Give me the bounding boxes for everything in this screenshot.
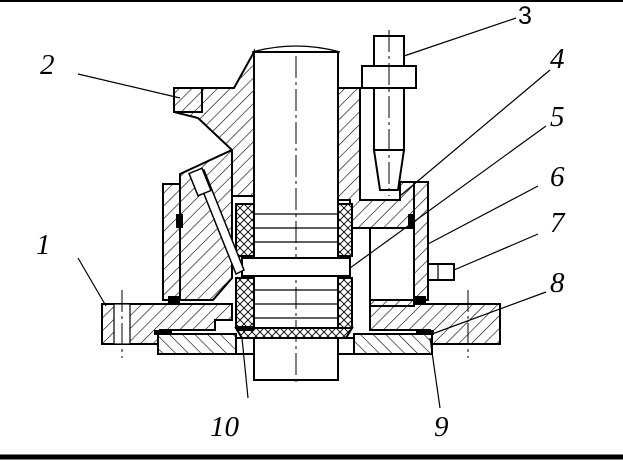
- seals: [154, 326, 434, 335]
- callout-label: 2: [40, 49, 55, 81]
- bearing-stack: [234, 203, 354, 339]
- callout-label: 4: [550, 43, 565, 75]
- leader-lines: [77, 17, 551, 409]
- callout-label: 7: [550, 207, 566, 239]
- callout-label: 8: [550, 267, 565, 299]
- callout-label: 10: [210, 411, 240, 443]
- housing-right: [337, 87, 429, 307]
- shaft: [251, 45, 341, 386]
- housing-left-wall: [162, 148, 233, 304]
- callout-label: 1: [36, 229, 51, 261]
- bracket-arm: [173, 48, 255, 197]
- callout-label: 6: [550, 161, 565, 193]
- side-fitting: [427, 263, 455, 281]
- callout-label: 5: [550, 101, 565, 133]
- callout-label: 9: [434, 411, 449, 443]
- callout-label: 3: [518, 2, 532, 30]
- oil-tube: [188, 167, 245, 276]
- stud-bolt: [361, 30, 417, 196]
